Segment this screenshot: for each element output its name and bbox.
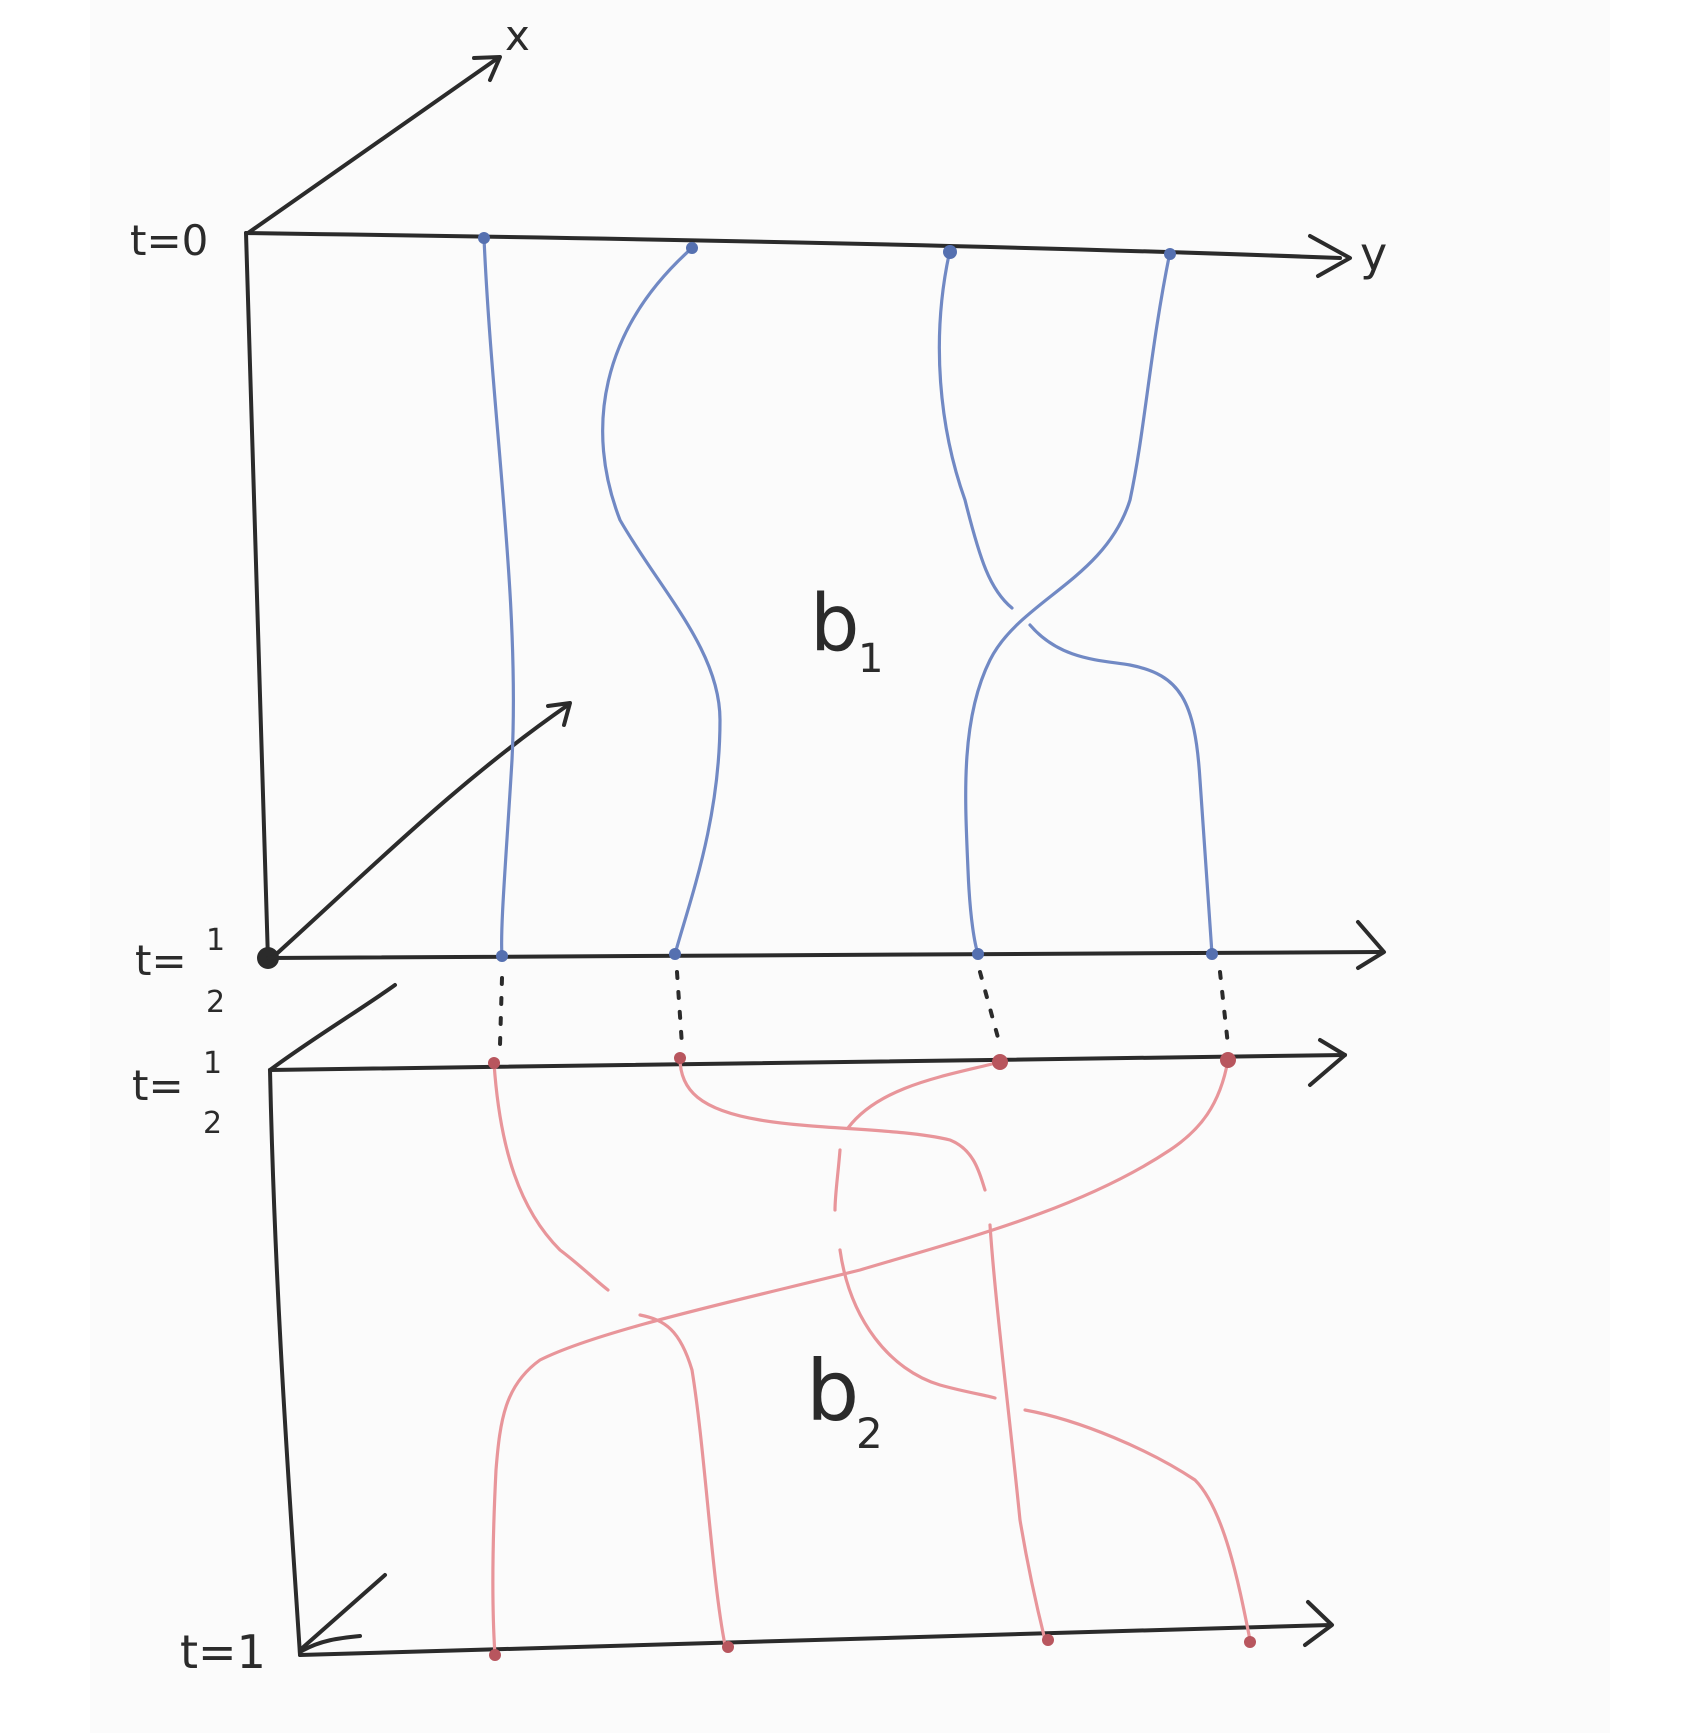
b1-dot-bottom-1	[496, 950, 508, 962]
x-axis-arrowhead	[472, 55, 502, 82]
label-t0: t=0	[130, 216, 208, 265]
label-b2: b 2	[806, 1342, 883, 1458]
b1-dot-top-4	[1164, 248, 1176, 260]
b1-dot-bottom-3	[972, 948, 984, 960]
b2-strand-2a	[678, 1056, 987, 1192]
connector-dots-4	[1218, 970, 1230, 1047]
b2-strand-4	[491, 1058, 1230, 1657]
y-axis-arrowhead-t0	[1308, 234, 1352, 278]
label-b2-main: b	[806, 1342, 859, 1440]
label-t-half-lower-num: 1	[203, 1046, 222, 1081]
y-axis-label: y	[1360, 227, 1387, 281]
label-b1: b 1	[810, 579, 883, 682]
label-b2-sub: 2	[856, 1409, 883, 1458]
y-axis-arrowhead-half-lower	[1308, 1038, 1347, 1087]
label-t1: t=1	[180, 1625, 266, 1679]
b2-dot-bottom-1	[489, 1649, 501, 1661]
label-t-half-upper-num: 1	[206, 923, 225, 958]
b2-strand-3b	[833, 1148, 842, 1212]
label-t-half-lower: t= 1 2	[132, 1046, 222, 1141]
x-axis-arrowhead-mid	[546, 701, 572, 727]
time-axis-upper	[244, 231, 270, 962]
label-t-half-upper-den: 2	[206, 985, 225, 1020]
y-axis-line-t0	[244, 231, 1342, 260]
braid-b1	[478, 232, 1218, 962]
time-axis-lower	[268, 1068, 302, 1657]
label-t-half-upper: t= 1 2	[135, 923, 225, 1020]
b1-dot-bottom-2	[669, 948, 681, 960]
connector-dots-2	[675, 970, 684, 1047]
x-axis-label: x	[505, 11, 530, 60]
y-axis-line-t1	[298, 1623, 1332, 1657]
y-axis-line-half-upper	[266, 950, 1382, 960]
b1-dot-bottom-4	[1206, 948, 1218, 960]
y-axis-arrowhead-half-upper	[1356, 920, 1386, 970]
b1-dot-top-1	[478, 232, 490, 244]
label-t-half-lower-den: 2	[203, 1106, 222, 1141]
b1-strand-2	[601, 246, 722, 956]
y-axis-arrowhead-t1	[1303, 1600, 1334, 1647]
y-axis-line-half-lower	[268, 1053, 1347, 1072]
b1-strand-4	[964, 250, 1172, 956]
label-b1-sub: 1	[858, 636, 883, 682]
x-axis-tick-bottom	[298, 1634, 362, 1654]
b2-dot-top-4	[1220, 1052, 1236, 1068]
b2-strand-2b	[988, 1223, 1047, 1642]
b2-strand-3a	[846, 1060, 1002, 1130]
b2-strand-3c	[838, 1248, 997, 1400]
b2-strand-1b	[638, 1313, 727, 1647]
label-t-half-upper-prefix: t=	[135, 936, 187, 985]
b1-strand-3a	[937, 248, 1014, 610]
paper-background	[90, 0, 1610, 1733]
b2-dot-top-3	[992, 1054, 1008, 1070]
b1-dot-top-2	[686, 242, 698, 254]
b2-dot-bottom-4	[1244, 1636, 1256, 1648]
b2-strand-1a	[492, 1061, 610, 1292]
x-axis-line-mid	[270, 703, 570, 960]
b2-dot-bottom-3	[1042, 1634, 1054, 1646]
b2-dot-top-2	[674, 1052, 686, 1064]
x-axis-line-lower	[268, 983, 397, 1072]
b2-dot-top-1	[488, 1057, 500, 1069]
x-axis-line	[246, 56, 500, 235]
label-t-half-lower-prefix: t=	[132, 1061, 184, 1110]
connector-dots-3	[978, 970, 1002, 1047]
braid-b2	[488, 1052, 1256, 1661]
b2-strand-3d	[1023, 1408, 1252, 1642]
b1-strand-3b	[1028, 623, 1214, 956]
b1-strand-1	[482, 236, 516, 958]
b2-dot-bottom-2	[722, 1641, 734, 1653]
label-b1-main: b	[810, 579, 860, 669]
x-axis-line-bottom	[298, 1573, 387, 1652]
b1-dot-top-3	[943, 245, 957, 259]
